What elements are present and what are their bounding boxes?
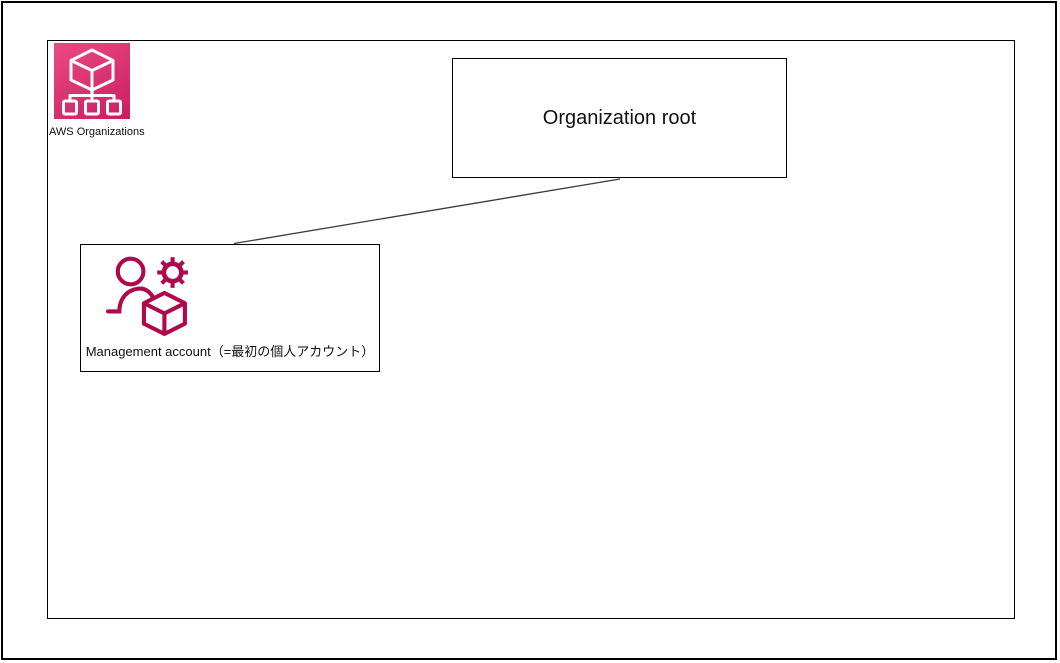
aws-organizations-icon (54, 43, 130, 119)
management-account-label: Management account（=最初の個人アカウント） (85, 344, 375, 359)
aws-organizations-label: AWS Organizations (49, 126, 145, 138)
management-account-box: Management account（=最初の個人アカウント） (80, 244, 380, 372)
organization-root-box: Organization root (452, 58, 787, 178)
management-account-icon (105, 252, 189, 336)
organization-root-label: Organization root (542, 106, 697, 129)
